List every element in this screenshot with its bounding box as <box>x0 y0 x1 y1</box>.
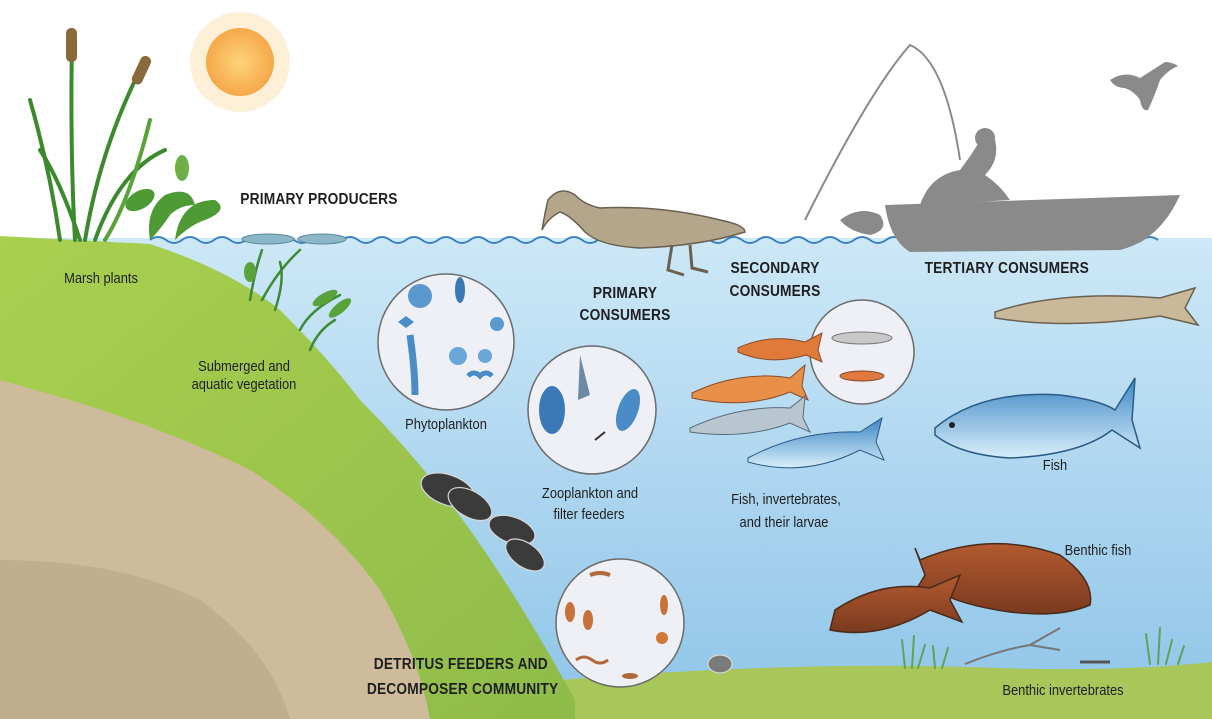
sun-icon <box>190 12 290 112</box>
secondary-consumers-circle <box>810 300 914 404</box>
label-zooplankton-1: Zooplankton and <box>540 484 640 503</box>
label-submerged-2: aquatic vegetation <box>187 375 301 394</box>
label-phytoplankton: Phytoplankton <box>401 415 490 434</box>
label-submerged-1: Submerged and <box>194 357 294 376</box>
label-zooplankton-2: filter feeders <box>547 505 631 524</box>
label-benthic-fish: Benthic fish <box>1061 541 1135 560</box>
label-fish: Fish <box>1042 456 1068 475</box>
label-detritus-2: DECOMPOSER COMMUNITY <box>367 680 549 699</box>
lily-pad <box>298 234 346 244</box>
label-tertiary-consumers: TERTIARY CONSUMERS <box>925 259 1080 278</box>
phytoplankton-circle <box>378 274 514 410</box>
label-primary-consumers-1: PRIMARY <box>591 284 660 303</box>
bird-icon <box>1110 62 1178 110</box>
zooplankton-circle <box>528 346 656 474</box>
label-benthic-invertebrates: Benthic invertebrates <box>999 681 1128 700</box>
label-secondary-fish-2: and their larvae <box>734 513 834 532</box>
label-secondary-consumers-1: SECONDARY <box>729 259 820 278</box>
lily-pad <box>242 234 294 244</box>
fisherman-boat-icon <box>840 128 1180 252</box>
label-secondary-consumers-2: CONSUMERS <box>726 282 824 301</box>
label-primary-consumers-2: CONSUMERS <box>576 306 674 325</box>
label-detritus-1: DETRITUS FEEDERS AND <box>374 655 543 674</box>
detritus-circle <box>556 559 684 687</box>
label-secondary-fish-1: Fish, invertebrates, <box>728 490 845 509</box>
label-primary-producers: PRIMARY PRODUCERS <box>240 190 391 209</box>
label-marsh-plants: Marsh plants <box>62 269 139 288</box>
